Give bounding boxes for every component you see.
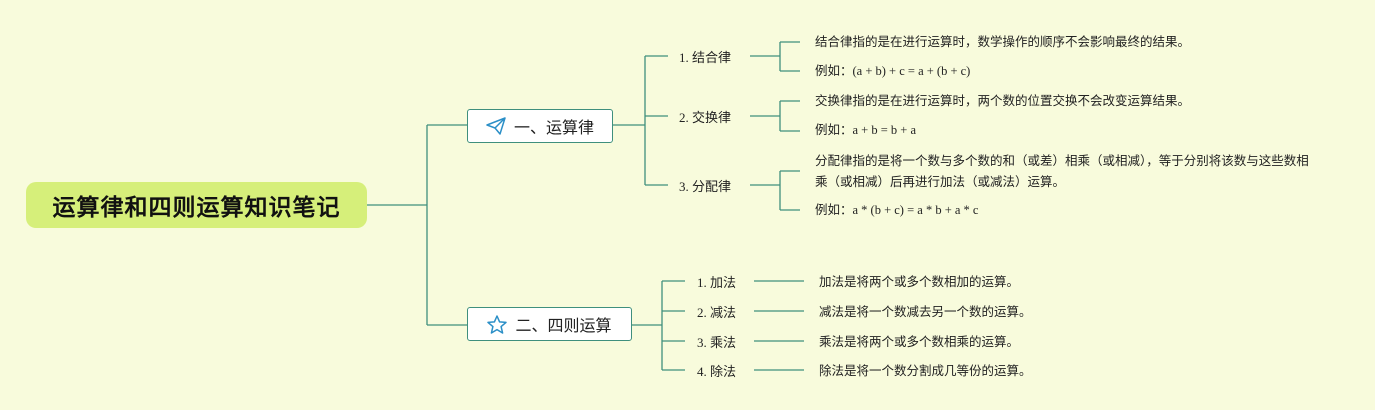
root-title: 运算律和四则运算知识笔记	[52, 195, 341, 221]
subtopic-associative-law[interactable]: 1. 结合律	[679, 50, 732, 65]
commutative-law-description[interactable]: 交换律指的是在进行运算时，两个数的位置交换不会改变运算结果。	[815, 93, 1191, 108]
distributive-law-example[interactable]: 例如：a * (b + c) = a * b + a * c	[815, 203, 979, 217]
subtopic-multiplication[interactable]: 3. 乘法	[697, 335, 737, 350]
branch-four-operations[interactable]: 二、四则运算	[467, 307, 632, 341]
multiplication-description[interactable]: 乘法是将两个或多个数相乘的运算。	[819, 334, 1020, 349]
subtopic-addition[interactable]: 1. 加法	[697, 275, 737, 290]
branch-label: 二、四则运算	[515, 316, 612, 335]
distributive-law-description[interactable]: 分配律指的是将一个数与多个数的和（或差）相乘（或相减），等于分别将该数与这些数相…	[815, 153, 1309, 189]
associative-law-example[interactable]: 例如：(a + b) + c = a + (b + c)	[815, 64, 971, 78]
subtopic-division[interactable]: 4. 除法	[697, 364, 737, 379]
subtopic-subtraction[interactable]: 2. 减法	[697, 305, 737, 320]
branch-operation-laws[interactable]: 一、运算律	[467, 109, 613, 143]
star-icon	[487, 314, 508, 334]
branch-label: 一、运算律	[513, 118, 594, 137]
commutative-law-example[interactable]: 例如：a + b = b + a	[815, 123, 916, 137]
subtopic-distributive-law[interactable]: 3. 分配律	[679, 179, 732, 194]
division-description[interactable]: 除法是将一个数分割成几等份的运算。	[819, 363, 1032, 378]
associative-law-description[interactable]: 结合律指的是在进行运算时，数学操作的顺序不会影响最终的结果。	[815, 34, 1191, 49]
addition-description[interactable]: 加法是将两个或多个数相加的运算。	[819, 274, 1020, 289]
subtraction-description[interactable]: 减法是将一个数减去另一个数的运算。	[819, 304, 1032, 319]
paper-plane-icon	[486, 117, 506, 135]
root-topic[interactable]: 运算律和四则运算知识笔记	[26, 182, 367, 228]
subtopic-commutative-law[interactable]: 2. 交换律	[679, 110, 732, 125]
